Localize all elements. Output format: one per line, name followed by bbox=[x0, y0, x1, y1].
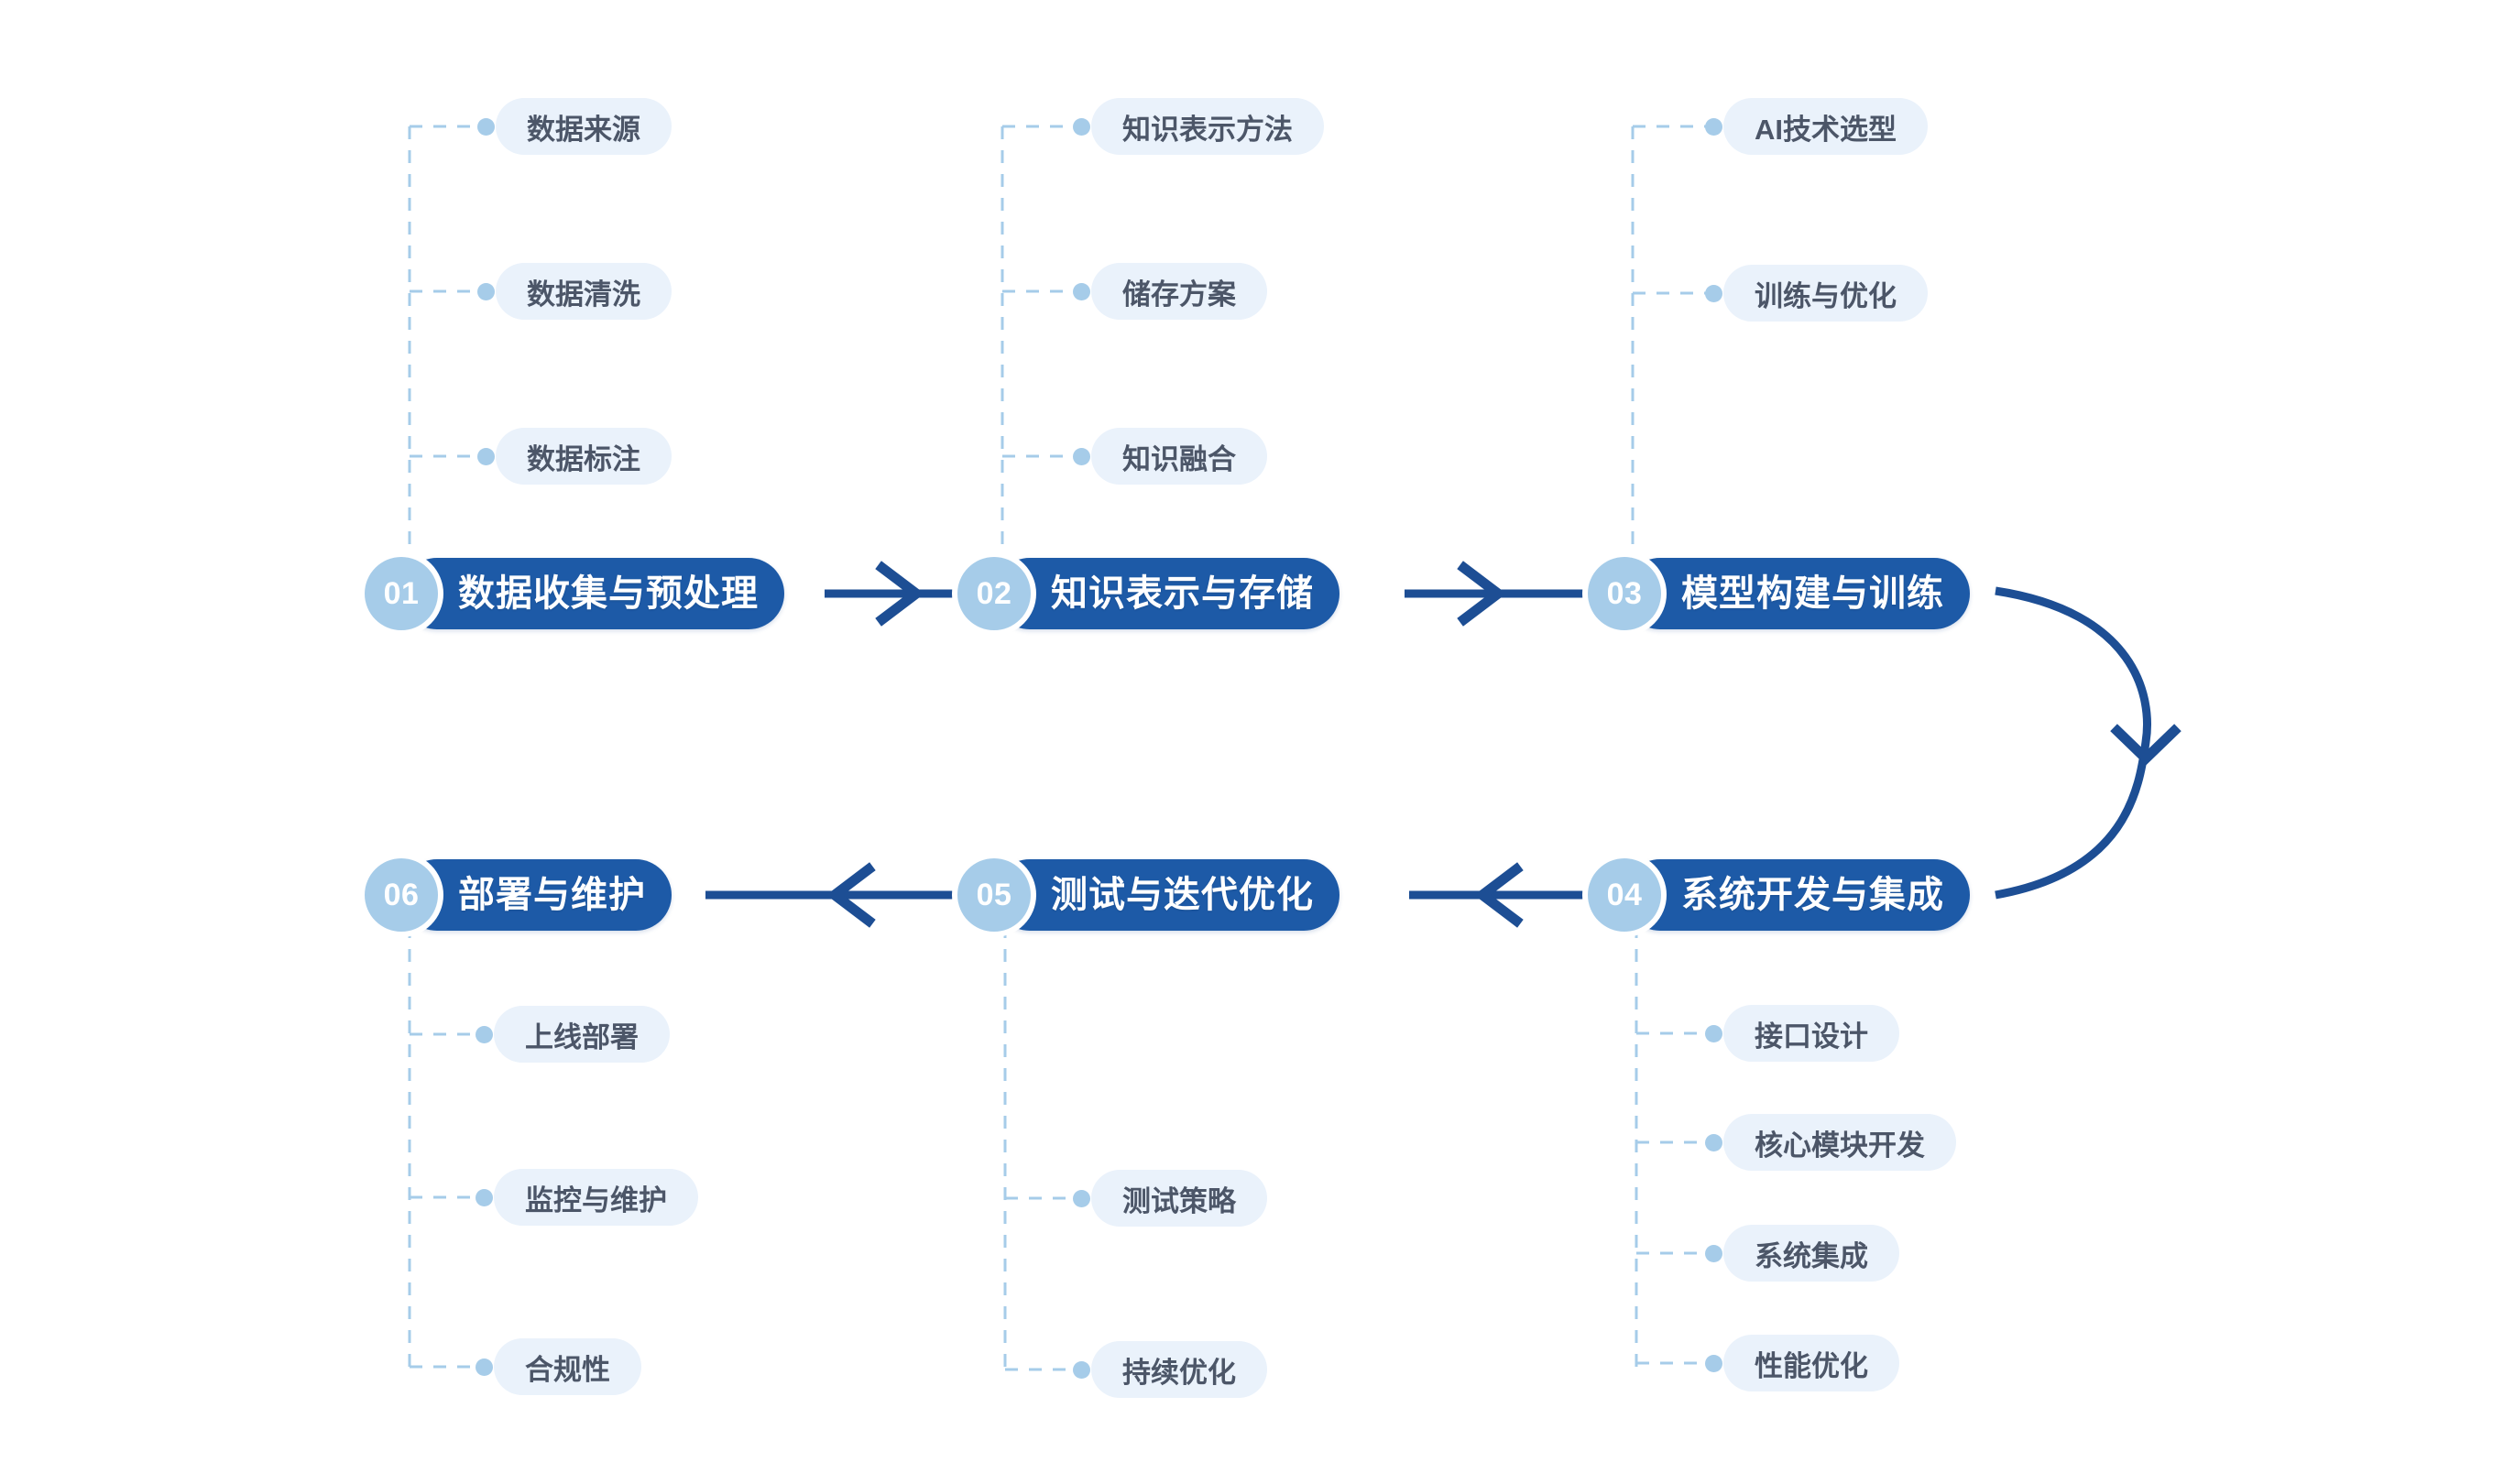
step-node-04-number: 04 bbox=[1588, 858, 1661, 932]
subitem-label: 知识融合 bbox=[1122, 442, 1236, 475]
connector-dot bbox=[1073, 448, 1090, 465]
connector-dot bbox=[1073, 283, 1090, 300]
connector-dot bbox=[1705, 118, 1722, 136]
subitem-label: 数据来源 bbox=[527, 113, 640, 146]
connector-dot bbox=[1073, 1190, 1090, 1207]
branch-lines-step-01 bbox=[408, 125, 486, 550]
step-node-03-label: 模型构建与训练 bbox=[1681, 573, 1944, 614]
connector-dot bbox=[1705, 1025, 1722, 1042]
subitem-knowledge-fusion[interactable]: 知识融合 bbox=[1091, 428, 1267, 485]
step-node-03-number: 03 bbox=[1588, 557, 1661, 630]
subitem-knowledge-representation[interactable]: 知识表示方法 bbox=[1091, 98, 1324, 155]
subitem-label: 数据清洗 bbox=[527, 278, 640, 311]
step-node-01-number: 01 bbox=[365, 557, 438, 630]
branch-lines-step-06 bbox=[408, 925, 484, 1369]
connector-dot bbox=[477, 118, 495, 136]
step-node-01-label: 数据收集与预处理 bbox=[458, 573, 759, 614]
subitem-label: 训练与优化 bbox=[1755, 279, 1897, 312]
connector-dot bbox=[1705, 1355, 1722, 1372]
subitem-compliance[interactable]: 合规性 bbox=[494, 1338, 641, 1395]
branch-lines-step-02 bbox=[1000, 125, 1081, 550]
connector-dot bbox=[1705, 1134, 1722, 1151]
subitem-label: 性能优化 bbox=[1755, 1349, 1868, 1382]
step-node-05-number: 05 bbox=[957, 858, 1031, 932]
subitem-performance-optimization[interactable]: 性能优化 bbox=[1723, 1335, 1899, 1391]
arrow-02-to-03 bbox=[1405, 561, 1585, 627]
connector-dot bbox=[477, 448, 495, 465]
branch-lines-step-05 bbox=[1003, 925, 1081, 1371]
subitem-label: 上线部署 bbox=[525, 1020, 639, 1053]
step-node-01-bar: 数据收集与预处理 bbox=[401, 558, 784, 629]
subitem-label: 测试策略 bbox=[1122, 1184, 1236, 1217]
subitem-label: 知识表示方法 bbox=[1122, 113, 1293, 146]
connector-dot bbox=[477, 283, 495, 300]
subitem-label: 接口设计 bbox=[1755, 1020, 1868, 1053]
connector-dot bbox=[476, 1026, 493, 1043]
subitem-data-source[interactable]: 数据来源 bbox=[496, 98, 672, 155]
subitem-label: 持续优化 bbox=[1122, 1356, 1236, 1389]
subitem-training-optimization[interactable]: 训练与优化 bbox=[1723, 265, 1928, 322]
step-node-06-bar: 部署与维护 bbox=[401, 859, 672, 931]
connector-dot bbox=[476, 1189, 493, 1206]
subitem-system-integration[interactable]: 系统集成 bbox=[1723, 1225, 1899, 1282]
subitem-test-strategy[interactable]: 测试策略 bbox=[1091, 1170, 1267, 1227]
connector-dot bbox=[1705, 1245, 1722, 1262]
connector-dot bbox=[1073, 1361, 1090, 1379]
subitem-core-module-development[interactable]: 核心模块开发 bbox=[1723, 1114, 1956, 1171]
step-node-03-bar: 模型构建与训练 bbox=[1624, 558, 1970, 629]
branch-lines-step-04 bbox=[1635, 925, 1713, 1369]
step-node-06-label: 部署与维护 bbox=[458, 875, 646, 915]
subitem-storage-plan[interactable]: 储存方案 bbox=[1091, 263, 1267, 320]
subitem-data-labeling[interactable]: 数据标注 bbox=[496, 428, 672, 485]
step-node-06-number: 06 bbox=[365, 858, 438, 932]
subitem-label: 监控与维护 bbox=[525, 1184, 667, 1217]
subitem-label: 数据标注 bbox=[527, 442, 640, 475]
step-node-02-bar: 知识表示与存储 bbox=[994, 558, 1339, 629]
step-node-02-number: 02 bbox=[957, 557, 1031, 630]
subitem-label: AI技术选型 bbox=[1755, 113, 1897, 146]
subitem-label: 核心模块开发 bbox=[1755, 1129, 1925, 1162]
subitem-ai-tech-selection[interactable]: AI技术选型 bbox=[1723, 98, 1928, 155]
subitem-data-cleaning[interactable]: 数据清洗 bbox=[496, 263, 672, 320]
arrow-04-to-05 bbox=[1409, 862, 1585, 928]
connector-dot bbox=[1073, 118, 1090, 136]
subitem-label: 系统集成 bbox=[1755, 1239, 1868, 1272]
subitem-continuous-optimization[interactable]: 持续优化 bbox=[1091, 1341, 1267, 1398]
arrow-03-to-04-curved bbox=[1995, 586, 2181, 900]
connector-dot bbox=[476, 1359, 493, 1376]
subitem-label: 储存方案 bbox=[1122, 278, 1236, 311]
subitem-go-live-deploy[interactable]: 上线部署 bbox=[494, 1006, 670, 1063]
connector-dot bbox=[1705, 285, 1722, 302]
subitem-label: 合规性 bbox=[525, 1353, 610, 1386]
step-node-02-label: 知识表示与存储 bbox=[1051, 573, 1314, 614]
subitem-monitoring-maintenance[interactable]: 监控与维护 bbox=[494, 1169, 698, 1226]
subitem-interface-design[interactable]: 接口设计 bbox=[1723, 1005, 1899, 1062]
step-node-05-bar: 测试与迭代优化 bbox=[994, 859, 1339, 931]
branch-lines-step-03 bbox=[1631, 125, 1713, 550]
step-node-04-bar: 系统开发与集成 bbox=[1624, 859, 1970, 931]
step-node-05-label: 测试与迭代优化 bbox=[1051, 875, 1314, 915]
step-node-04-label: 系统开发与集成 bbox=[1681, 875, 1944, 915]
